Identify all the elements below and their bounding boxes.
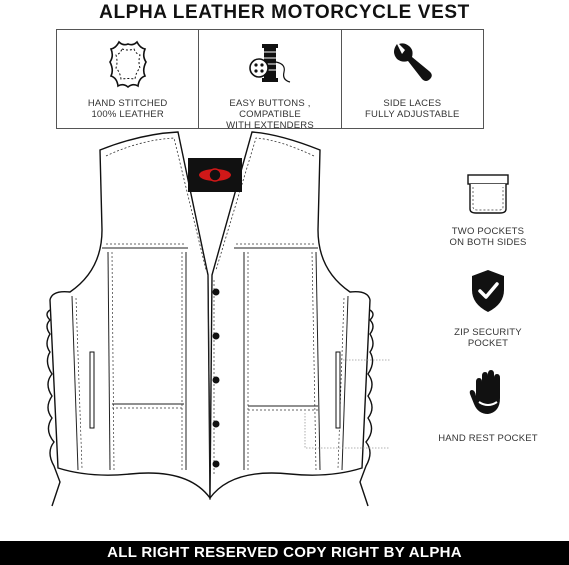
vest-illustration: [46, 131, 390, 507]
side-lace-right: [359, 309, 374, 507]
pocket-icon: [466, 173, 510, 222]
feature-leather-line2: 100% LEATHER: [91, 109, 164, 120]
vest-button: [212, 420, 220, 428]
copyright-footer: ALL RIGHT RESERVED COPY RIGHT BY ALPHA: [0, 541, 569, 565]
wrench-icon: [389, 38, 435, 93]
feature-buttons-line1: EASY BUTTONS , COMPATIBLE: [229, 98, 311, 120]
vest-button: [212, 376, 220, 384]
side-feature-zip-line1: ZIP SECURITY: [454, 327, 522, 338]
feature-strip: HAND STITCHED 100% LEATHER EASY: [56, 29, 484, 131]
page-title: ALPHA LEATHER MOTORCYCLE VEST: [99, 2, 470, 23]
zip-pocket-right: [335, 351, 341, 429]
feature-laces: SIDE LACES FULLY ADJUSTABLE: [340, 30, 483, 128]
side-feature-hand: HAND REST POCKET: [432, 368, 544, 444]
feature-leather: HAND STITCHED 100% LEATHER: [57, 30, 198, 128]
hand-icon: [468, 368, 508, 421]
feature-laces-line2: FULLY ADJUSTABLE: [365, 109, 460, 120]
button-spool-icon: [246, 38, 294, 95]
feature-buttons: EASY BUTTONS , COMPATIBLE WITH EXTENDERS: [198, 30, 340, 131]
side-feature-zip: ZIP SECURITY POCKET: [438, 268, 538, 349]
zip-pocket-left: [89, 351, 95, 429]
side-feature-hand-line1: HAND REST POCKET: [438, 433, 538, 444]
shield-check-icon: [468, 268, 508, 319]
side-feature-zip-line2: POCKET: [467, 338, 509, 349]
side-feature-pockets: TWO POCKETS ON BOTH SIDES: [438, 173, 538, 248]
vest-button: [212, 460, 220, 468]
feature-laces-line1: SIDE LACES: [383, 98, 442, 109]
vest-button: [212, 332, 220, 340]
vest-button: [212, 288, 220, 296]
leather-hide-icon: [105, 38, 151, 97]
feature-buttons-line2: WITH EXTENDERS: [226, 120, 314, 131]
feature-leather-line1: HAND STITCHED: [87, 98, 168, 109]
side-feature-pockets-line1: TWO POCKETS: [451, 226, 525, 237]
side-feature-pockets-line2: ON BOTH SIDES: [449, 237, 527, 248]
side-lace-left: [46, 309, 61, 507]
